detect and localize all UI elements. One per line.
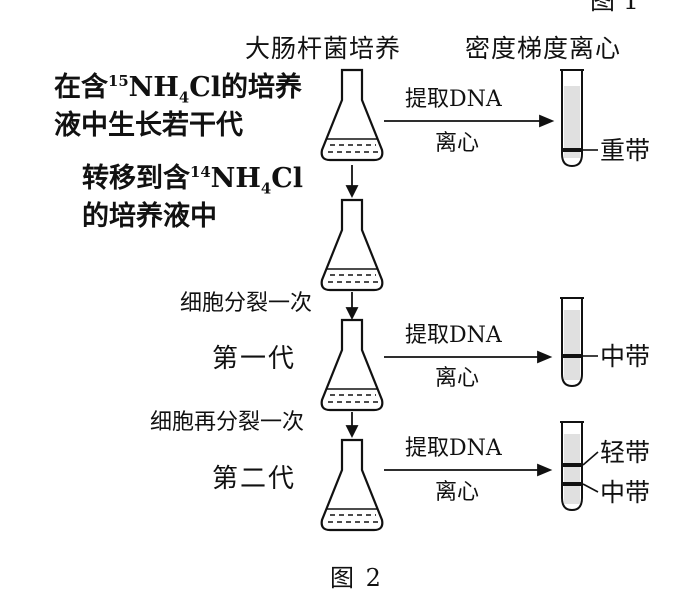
- extract-label-3: 提取DNA: [405, 436, 502, 461]
- heavy-band: [563, 148, 581, 152]
- band-label-middle-gen1: 中带: [600, 342, 651, 371]
- flask-1: [320, 68, 384, 162]
- band-pointers: [582, 149, 599, 493]
- middle-band-gen1: [563, 354, 581, 358]
- initial-condition-line1: 在含15NH4Cl的培养: [54, 72, 302, 107]
- generation-first: 第一代: [212, 344, 297, 374]
- flask-3: [320, 318, 384, 412]
- tube-1: [560, 69, 584, 168]
- flask-2: [320, 198, 384, 292]
- extract-label-2: 提取DNA: [405, 323, 502, 348]
- band-label-light: 轻带: [600, 438, 651, 467]
- test-tubes: [560, 69, 584, 512]
- light-band-gen2: [563, 463, 581, 467]
- header-culture: 大肠杆菌培养: [245, 34, 402, 63]
- middle-band-gen2: [563, 482, 581, 486]
- culture-medium-dashes: [328, 144, 378, 523]
- centrifuge-label-1: 离心: [435, 131, 480, 156]
- top-figure-caption: 图 1: [590, 0, 639, 15]
- flask-4: [320, 438, 384, 532]
- figure-caption: 图 2: [330, 564, 383, 592]
- initial-condition-line2: 液中生长若干代: [54, 110, 243, 141]
- tube-gradient: [564, 86, 580, 504]
- dna-bands: [563, 148, 581, 486]
- extract-arrows: [384, 114, 555, 477]
- header-centrifuge: 密度梯度离心: [465, 34, 622, 63]
- step-divide-once: 细胞分裂一次: [180, 291, 313, 316]
- transfer-line2: 的培养液中: [82, 201, 217, 232]
- tube-3: [560, 421, 584, 512]
- centrifuge-label-3: 离心: [435, 480, 480, 505]
- down-arrows: [345, 165, 359, 439]
- extract-label-1: 提取DNA: [405, 87, 502, 112]
- step-divide-again: 细胞再分裂一次: [150, 410, 305, 435]
- band-label-heavy: 重带: [600, 136, 651, 165]
- centrifuge-label-2: 离心: [435, 366, 480, 391]
- generation-second: 第二代: [212, 464, 297, 494]
- transfer-line1: 转移到含14NH4Cl: [82, 163, 303, 198]
- tube-2: [560, 297, 584, 388]
- band-label-middle-gen2: 中带: [600, 478, 651, 507]
